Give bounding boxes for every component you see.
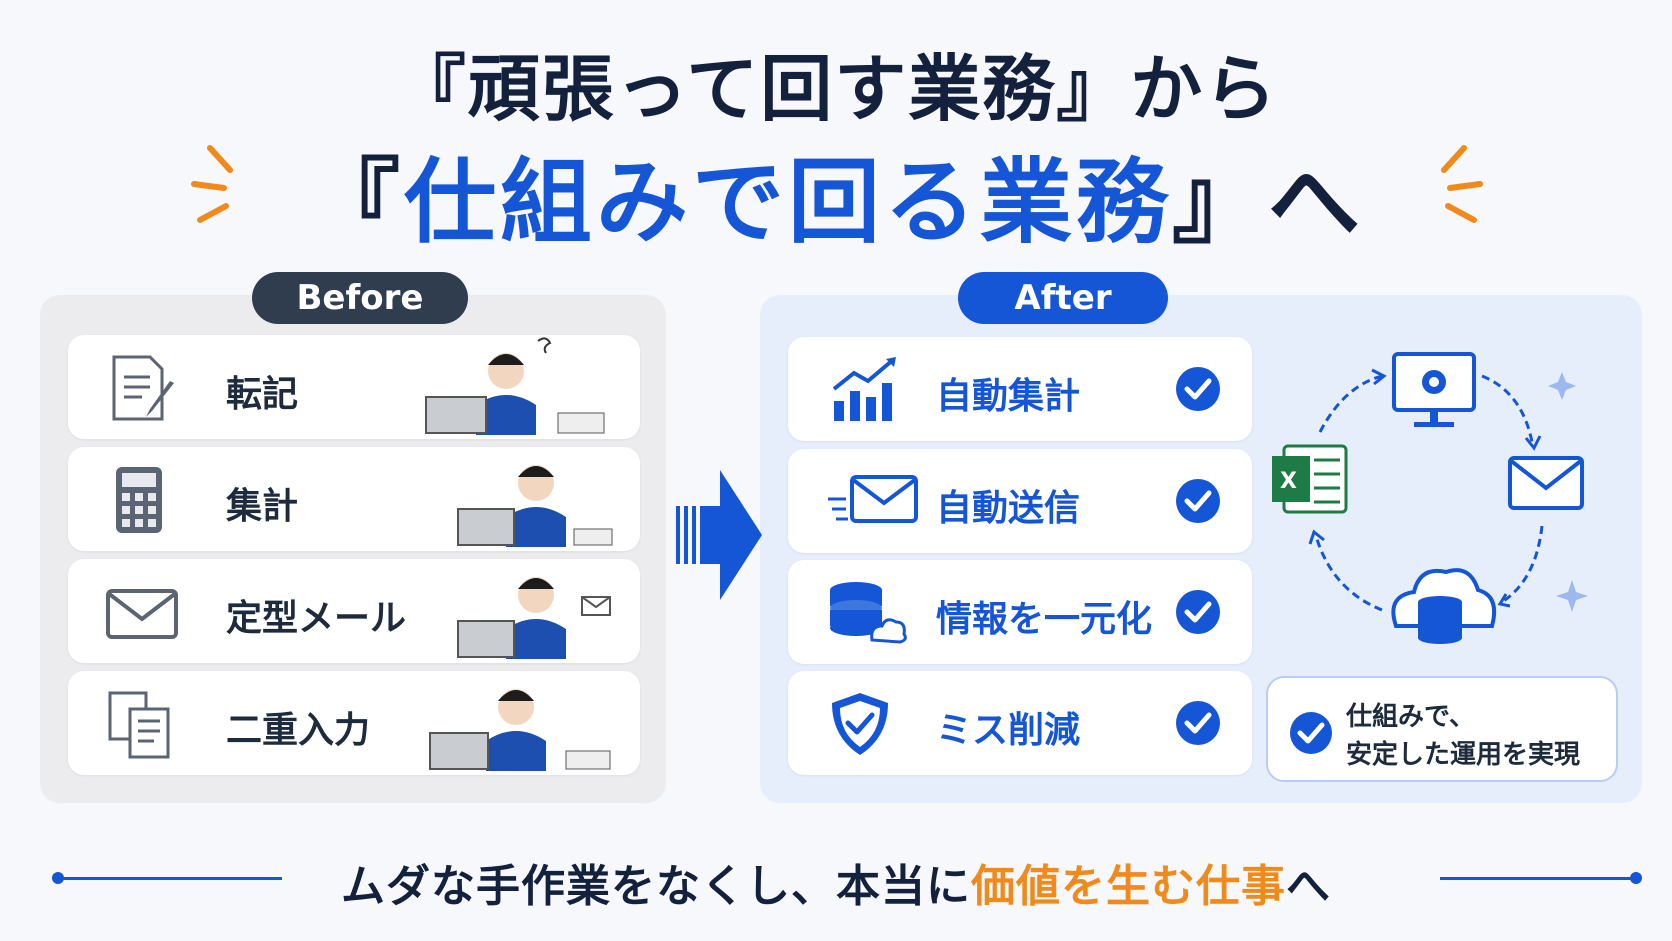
worried-worker-icon: [425, 337, 605, 435]
before-item-double-entry: 二重入力: [68, 671, 640, 775]
headline-line1: 『頑張って回す業務』から: [393, 47, 1279, 131]
duplicate-documents-icon: [108, 691, 170, 759]
after-item-error-reduction: ミス削減: [788, 671, 1252, 775]
after-item-auto-send: 自動送信: [788, 449, 1252, 553]
burst-left-icon: [191, 145, 233, 223]
footer-line-right: [1440, 877, 1636, 880]
automation-cycle-diagram: X: [1272, 352, 1588, 644]
footer-line-left: [56, 877, 282, 880]
after-item-label: 自動送信: [936, 488, 1081, 529]
shield-check-icon: [832, 693, 888, 755]
footer-message: ムダな手作業をなくし、本当に価値を生む仕事へ: [341, 861, 1331, 912]
thinking-worker-icon: [429, 689, 611, 771]
after-label: After: [958, 272, 1168, 324]
check-icon: [1176, 590, 1220, 634]
before-item-label: 二重入力: [226, 710, 371, 751]
before-item-label: 転記: [226, 374, 299, 415]
sparkle-icon: [1548, 372, 1576, 400]
stressed-worker-icon: [457, 465, 613, 547]
after-item-centralize: 情報を一元化: [788, 560, 1252, 664]
burst-right-icon: [1441, 145, 1483, 223]
before-item-label: 定型メール: [226, 598, 407, 639]
sparkle-icon: [1556, 580, 1588, 612]
mail-icon: [106, 589, 178, 639]
database-cloud-icon: [830, 582, 907, 644]
excel-icon: X: [1272, 444, 1348, 514]
after-item-label: 自動集計: [936, 376, 1081, 417]
headline-highlight: 仕組みで回る業務: [403, 149, 1172, 256]
note-line1: 仕組みで、: [1346, 702, 1475, 732]
document-edit-icon: [112, 355, 174, 421]
monitor-gear-icon: [1392, 352, 1476, 427]
footer-dot-right: [1630, 872, 1642, 884]
check-icon: [1176, 479, 1220, 523]
transition-arrow-icon: [676, 470, 762, 600]
cloud-database-icon: [1391, 568, 1497, 644]
footer-highlight: 価値を生む仕事: [971, 861, 1286, 912]
before-item-transcribe: 転記: [68, 335, 640, 439]
check-icon: [1176, 701, 1220, 745]
before-item-aggregate: 集計: [68, 447, 640, 551]
mail-icon: [1508, 456, 1584, 510]
bar-chart-up-icon: [832, 357, 896, 421]
after-item-label: ミス削減: [936, 710, 1081, 751]
before-label: Before: [252, 272, 468, 324]
after-item-label: 情報を一元化: [936, 599, 1153, 640]
calculator-icon: [116, 467, 162, 533]
confused-worker-icon: [457, 577, 611, 659]
check-icon: [1176, 367, 1220, 411]
check-icon: [1290, 712, 1332, 754]
after-item-auto-aggregate: 自動集計: [788, 337, 1252, 441]
note-line2: 安定した運用を実現: [1346, 740, 1581, 770]
result-note: 仕組みで、 安定した運用を実現: [1266, 676, 1618, 782]
before-item-template-mail: 定型メール: [68, 559, 640, 663]
before-item-label: 集計: [226, 486, 299, 527]
mail-send-icon: [828, 475, 918, 523]
svg-text:X: X: [1280, 469, 1297, 494]
headline-line2: 『仕組みで回る業務』へ: [307, 149, 1365, 256]
